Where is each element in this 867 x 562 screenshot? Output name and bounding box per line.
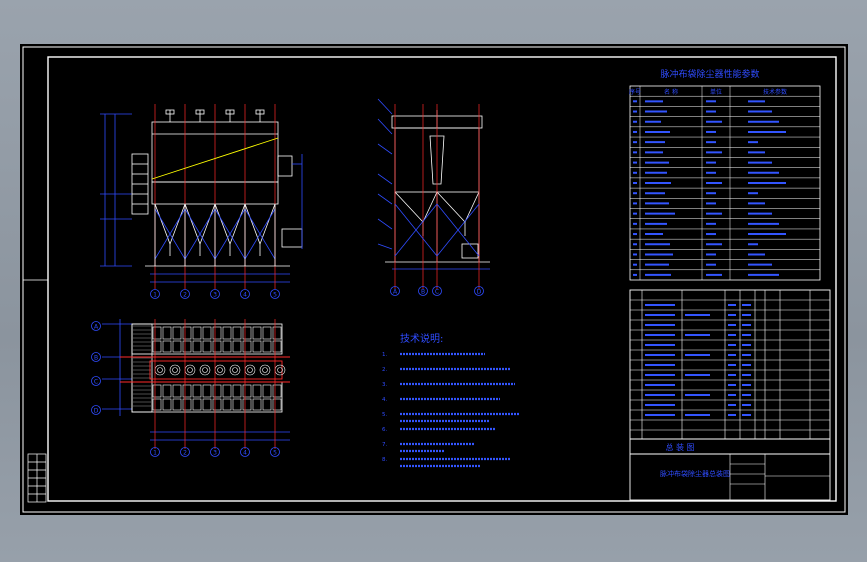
front-axis-bubble xyxy=(240,289,250,299)
plan-axis-label: 4 xyxy=(243,450,247,457)
cad-drawing: 1 2 3 4 5 xyxy=(22,46,846,513)
plan-axis-bubble xyxy=(180,447,190,457)
plan-row-label: B xyxy=(94,355,98,362)
side-axis-label: A xyxy=(393,289,398,296)
front-axis-bubble xyxy=(210,289,220,299)
note-number: 3. xyxy=(382,382,387,388)
side-axis-label: C xyxy=(435,289,439,296)
front-axis-label: 3 xyxy=(213,292,217,299)
side-axis-bubble xyxy=(390,286,400,296)
parameter-table: 脉冲布袋除尘器性能参数 序号 名 称 单位 技术参数 xyxy=(629,68,821,281)
side-elevation-view: A B C D xyxy=(377,98,490,296)
table-title: 脉冲布袋除尘器性能参数 xyxy=(660,68,759,80)
plan-row-label: C xyxy=(94,379,98,386)
plan-axis-bubble xyxy=(210,447,220,457)
table-header-cell: 名 称 xyxy=(664,88,678,96)
plan-row-label: A xyxy=(94,324,99,331)
note-number: 2. xyxy=(382,367,387,373)
plan-axis-label: 3 xyxy=(213,450,217,457)
plan-axis-label: 1 xyxy=(153,450,157,457)
front-axis-bubble xyxy=(270,289,280,299)
plan-row-bubble xyxy=(91,352,101,362)
drawing-name: 脉冲布袋除尘器总装图 xyxy=(660,469,730,478)
plan-row-bubble xyxy=(91,321,101,331)
plan-axis-bubble xyxy=(270,447,280,457)
plan-row-bubble xyxy=(91,376,101,386)
side-axis-bubble xyxy=(418,286,428,296)
note-number: 7. xyxy=(382,442,387,448)
plan-row-label: D xyxy=(94,408,99,415)
front-axis-markers: 1 2 3 4 5 xyxy=(150,289,280,299)
front-axis-bubble xyxy=(180,289,190,299)
front-elevation-view: 1 2 3 4 5 xyxy=(100,104,303,299)
plan-row-bubble xyxy=(91,405,101,415)
plan-axis-markers: 1 2 3 4 5 A B C D xyxy=(91,321,280,457)
side-axis-markers: A B C D xyxy=(390,286,484,296)
side-axis-label: B xyxy=(421,289,425,296)
plan-axis-label: 5 xyxy=(273,450,277,457)
revision-stamp xyxy=(27,453,47,503)
note-number: 8. xyxy=(382,457,387,463)
front-axis-label: 4 xyxy=(243,292,247,299)
plan-view: 1 2 3 4 5 A B C D xyxy=(91,319,290,457)
front-axis-label: 1 xyxy=(153,292,157,299)
title-block-label: 总 装 图 xyxy=(665,442,694,452)
note-number: 1. xyxy=(382,352,387,358)
side-axis-label: D xyxy=(477,289,482,296)
inner-border xyxy=(47,56,837,502)
notes-title: 技术说明: xyxy=(400,332,443,345)
side-axis-bubble xyxy=(474,286,484,296)
table-header-cell: 单位 xyxy=(710,88,722,96)
table-header-cell: 技术参数 xyxy=(763,88,787,96)
note-number: 6. xyxy=(382,427,387,433)
front-axis-label: 2 xyxy=(183,292,187,299)
outer-border xyxy=(22,46,846,513)
cad-viewport[interactable]: 1 2 3 4 5 xyxy=(20,44,848,515)
technical-notes: 技术说明: 1. 2. 3. 4. 5. 6. 7. 8. xyxy=(382,332,520,468)
front-axis-bubble xyxy=(150,289,160,299)
note-number: 5. xyxy=(382,412,387,418)
plan-axis-bubble xyxy=(240,447,250,457)
table-header-cell: 序号 xyxy=(629,88,641,96)
parts-list-title-block xyxy=(629,289,831,501)
note-number: 4. xyxy=(382,397,387,403)
front-axis-label: 5 xyxy=(273,292,277,299)
plan-axis-label: 2 xyxy=(183,450,187,457)
side-axis-bubble xyxy=(432,286,442,296)
plan-axis-bubble xyxy=(150,447,160,457)
